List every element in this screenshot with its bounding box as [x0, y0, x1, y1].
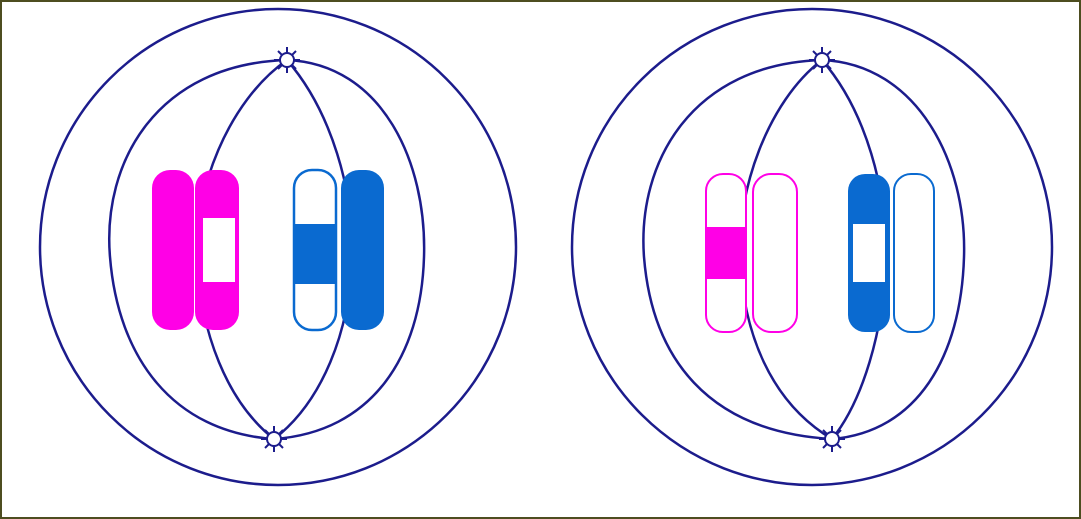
right-spindle: [572, 9, 1052, 485]
left-spindle: [40, 9, 516, 485]
chromatid-magenta: [152, 170, 194, 330]
chromatid-blue-outline-banded: [294, 170, 336, 330]
chromatid-magenta-outline-banded: [706, 174, 746, 332]
chromatid-blue: [341, 170, 384, 330]
centrosome-icon: [819, 426, 845, 452]
chromatid-magenta-outline: [753, 174, 797, 332]
cell-membrane: [40, 9, 516, 485]
right-cell: [572, 9, 1052, 485]
chromatid-magenta-banded: [195, 170, 239, 330]
chromatid-blue-outline: [894, 174, 934, 332]
left-cell: [40, 9, 516, 485]
centrosome-icon: [274, 47, 300, 73]
chromatid-blue-banded: [848, 174, 890, 332]
